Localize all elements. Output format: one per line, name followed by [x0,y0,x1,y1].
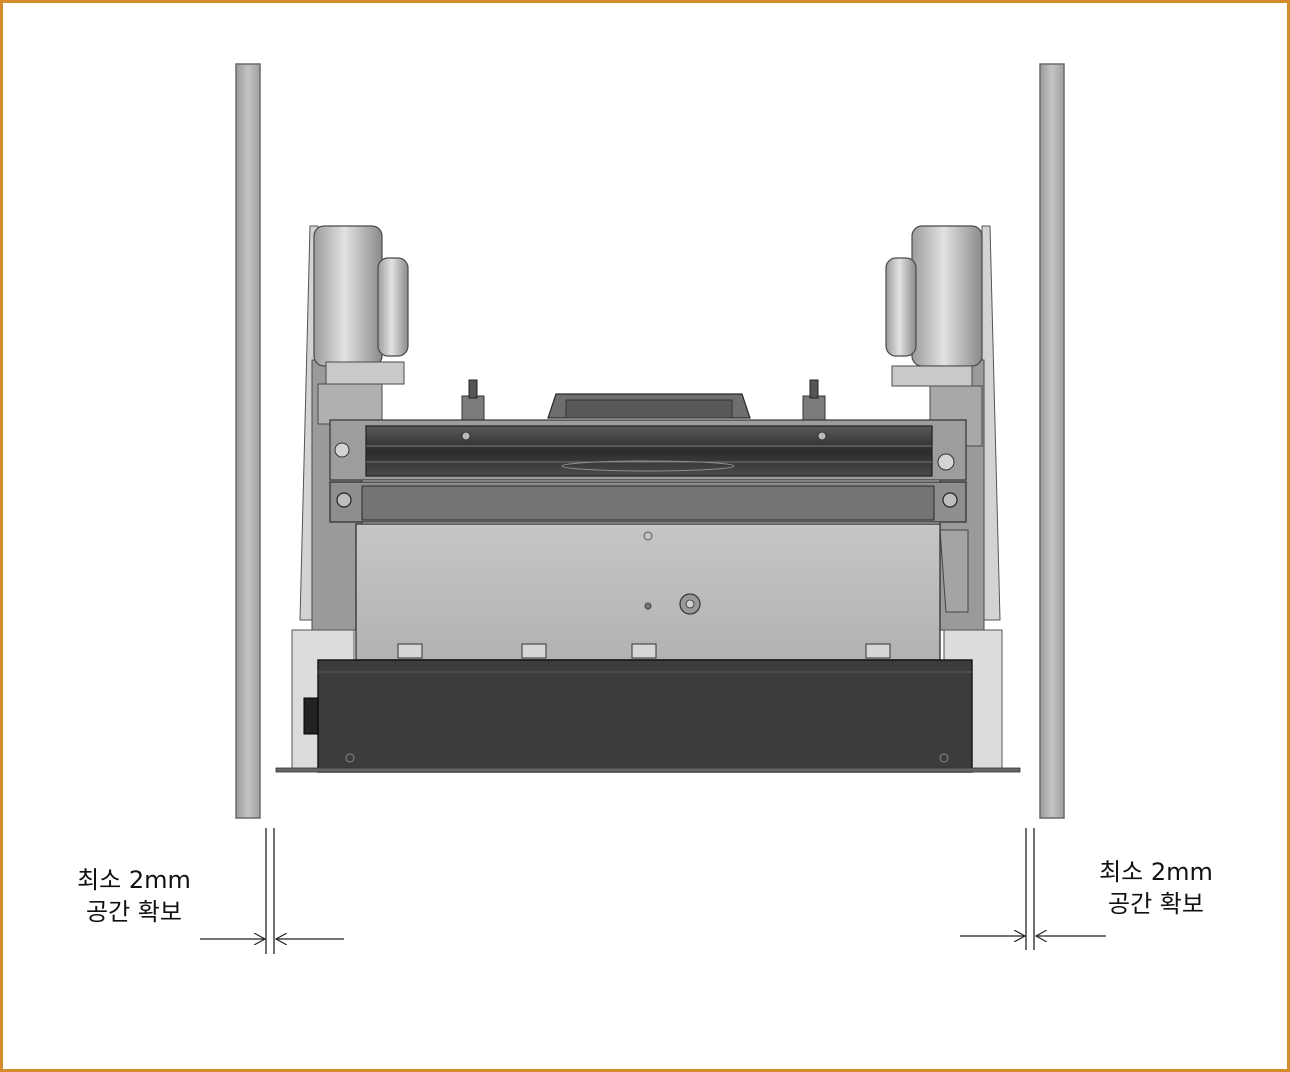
left-clearance-line2: 공간 확보 [86,898,182,926]
printer-mechanism [275,225,1021,773]
base-housing [317,659,973,773]
left-clearance-line1: 최소 2mm [77,866,191,894]
left-roller [313,225,409,425]
right-gap-dimension [960,828,1106,950]
left-gap-dimension [200,828,344,954]
front-panel [355,523,941,661]
right-clearance-line1: 최소 2mm [1099,858,1213,886]
right-clearance-label: 최소 2mm 공간 확보 [1076,856,1236,920]
right-roller [885,225,983,447]
right-wall [1039,63,1065,819]
right-clearance-line2: 공간 확보 [1108,890,1204,918]
left-wall [235,63,261,819]
left-clearance-label: 최소 2mm 공간 확보 [54,864,214,928]
